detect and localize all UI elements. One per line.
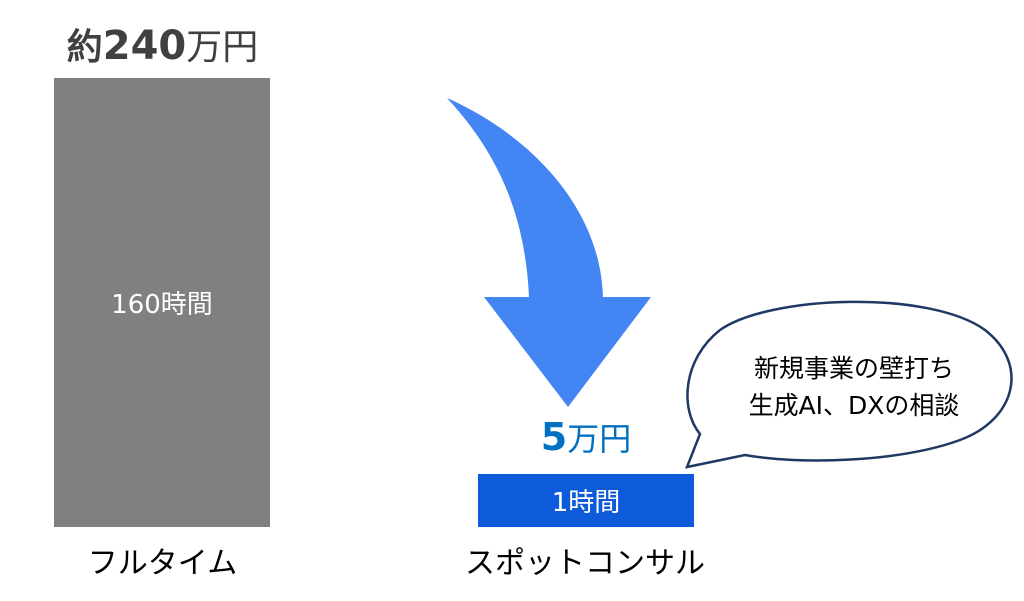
spot-label: スポットコンサル	[465, 546, 705, 581]
fulltime-price: 約240万円	[40, 18, 285, 70]
speech-bubble	[684, 300, 1013, 469]
price-number: 5	[540, 415, 568, 459]
fulltime-label: フルタイム	[87, 546, 238, 581]
spot-price: 5万円	[478, 414, 694, 460]
fulltime-bar: 160時間	[54, 78, 270, 527]
bubble-line-2: 生成AI、DXの相談	[748, 391, 960, 420]
price-unit: 万円	[186, 27, 259, 68]
spot-hours: 1時間	[551, 488, 621, 518]
bubble-text: 新規事業の壁打ち 生成AI、DXの相談	[715, 350, 993, 424]
fulltime-hours: 160時間	[111, 290, 213, 320]
price-prefix: 約	[66, 27, 103, 68]
down-arrow-icon	[447, 98, 651, 407]
spot-bar: 1時間	[478, 474, 694, 527]
bubble-line-1: 新規事業の壁打ち	[753, 354, 954, 383]
price-number: 240	[102, 23, 187, 69]
price-unit: 万円	[567, 420, 632, 458]
